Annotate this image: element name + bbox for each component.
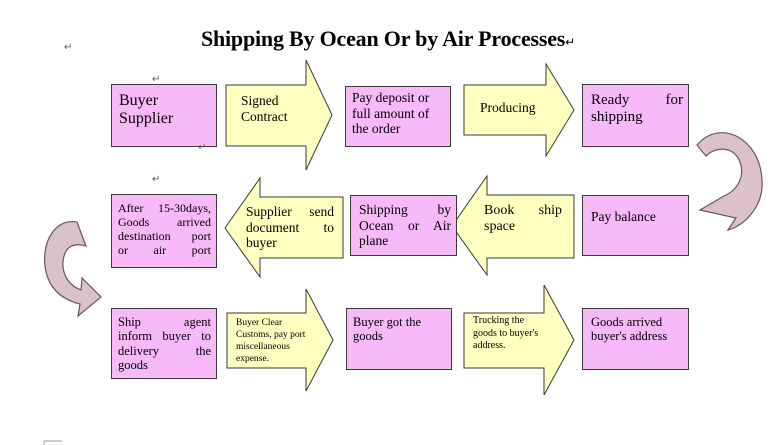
diagram-title: Shipping By Ocean Or by Air Processes↵	[200, 26, 576, 51]
arrow-producing	[463, 62, 575, 158]
label-pay-deposit: Pay deposit or full amount of the order	[352, 90, 430, 137]
arrow-book-ship-space	[451, 174, 575, 277]
arrow-trucking-goods	[463, 284, 575, 396]
arrow-signed-contract	[225, 59, 333, 171]
label-buyer-supplier: Buyer Supplier	[119, 92, 174, 128]
box-shipping-by-ocean-or-air: Shipping by Ocean or Air plane	[350, 195, 457, 256]
label-goods-arrived-destination: After 15-30days, Goods arrived destinati…	[118, 201, 211, 258]
label-buyer-got-goods: Buyer got the goods	[353, 315, 422, 344]
box-goods-arrived-destination: After 15-30days, Goods arrived destinati…	[111, 194, 217, 268]
box-buyer-got-goods: Buyer got the goods	[346, 308, 452, 370]
arrow-supplier-send-document	[224, 176, 344, 279]
box-buyer-supplier: Buyer Supplier	[111, 84, 217, 147]
box-pay-deposit: Pay deposit or full amount of the order	[345, 86, 451, 147]
paragraph-mark: ↵	[152, 174, 161, 185]
box-ready-for-shipping: Ready for shipping	[582, 84, 689, 147]
paragraph-mark: ↵	[152, 74, 161, 85]
label-trucking-goods: Trucking the goods to buyer's address.	[473, 315, 539, 351]
paragraph-mark: ↵	[64, 42, 73, 53]
box-ship-agent-inform: Ship agent inform buyer to delivery the …	[111, 308, 217, 379]
label-shipping-by-ocean-or-air: Shipping by Ocean or Air plane	[359, 202, 451, 249]
label-book-ship-space: Book ship space	[484, 203, 562, 235]
page-corner-mark	[43, 440, 62, 445]
box-pay-balance: Pay balance	[582, 195, 689, 256]
label-producing: Producing	[480, 100, 536, 115]
label-signed-contract: Signed Contract	[241, 93, 288, 124]
curved-arrow-left	[43, 221, 102, 318]
paragraph-mark: ↵	[198, 142, 207, 153]
label-ready-for-shipping: Ready for shipping	[591, 92, 683, 126]
curved-arrow-right	[696, 132, 763, 232]
box-goods-arrived-address: Goods arrived buyer's address	[582, 308, 689, 370]
label-goods-arrived-address: Goods arrived buyer's address	[591, 315, 668, 344]
label-supplier-send-document: Supplier send document to buyer	[246, 204, 334, 251]
label-pay-balance: Pay balance	[591, 209, 656, 224]
label-ship-agent-inform: Ship agent inform buyer to delivery the …	[118, 315, 211, 373]
arrow-buyer-clear-customs	[226, 288, 334, 392]
label-buyer-clear-customs: Buyer Clear Customs, pay port miscellane…	[236, 318, 306, 364]
